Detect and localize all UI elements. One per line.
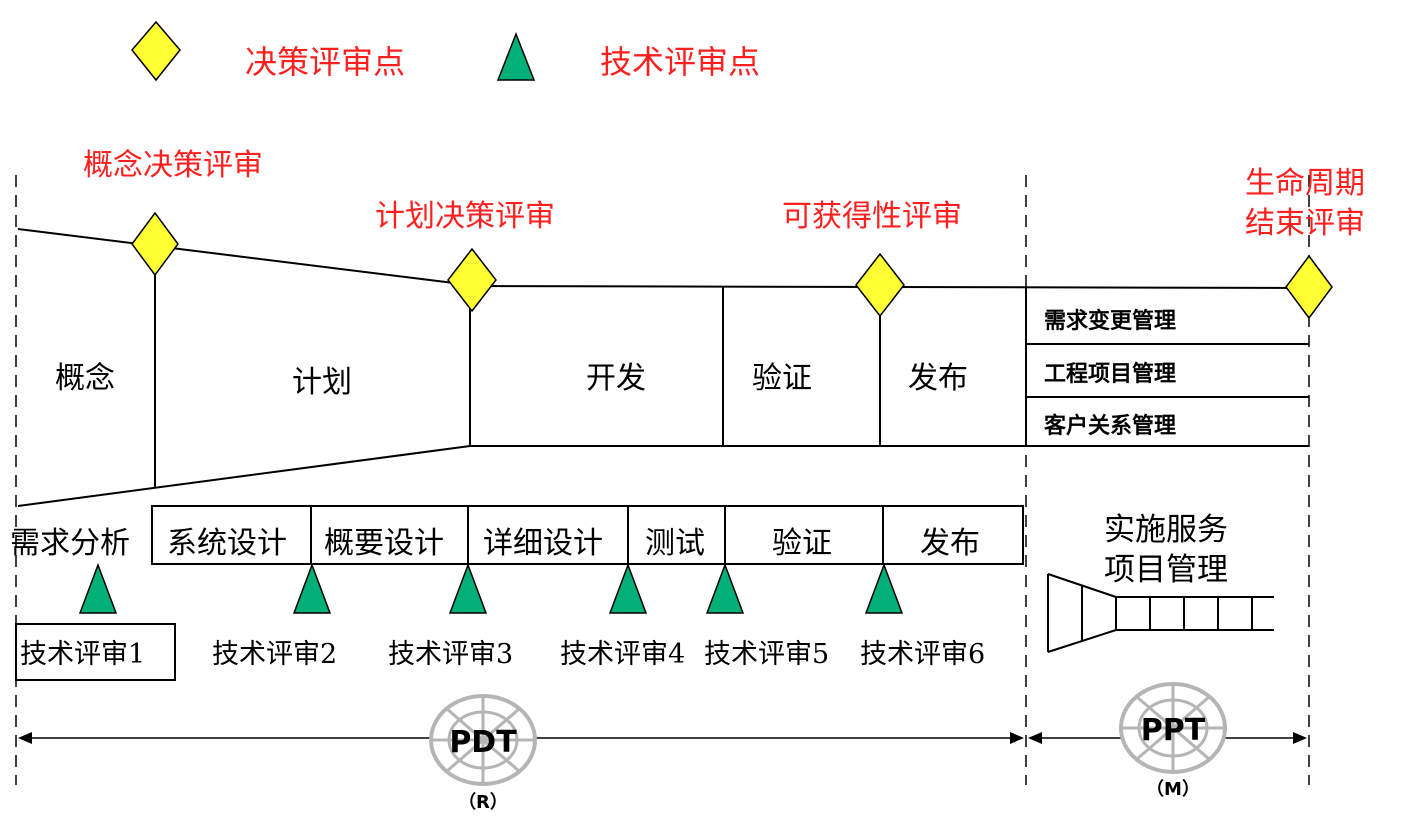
pdt-label: PDT bbox=[449, 725, 517, 760]
tech-review-1-box bbox=[15, 623, 176, 681]
plan-decision-review-label: 计划决策评审 bbox=[375, 199, 555, 234]
phase-plan-label: 计划 bbox=[292, 365, 352, 400]
phase-develop-label: 开发 bbox=[586, 361, 646, 396]
service-label-line1: 实施服务 bbox=[1104, 512, 1228, 548]
availability-review-label: 可获得性评审 bbox=[782, 199, 962, 234]
funnel-bottom-edge bbox=[17, 445, 471, 507]
activity-release: 发布 bbox=[920, 526, 980, 561]
activity-strip-frame bbox=[151, 505, 1024, 565]
tech-review-2-triangle-icon bbox=[292, 562, 332, 614]
ppt-label: PPT bbox=[1141, 713, 1206, 748]
legend-technical-label: 技术评审点 bbox=[600, 43, 760, 81]
funnel-top-edge bbox=[17, 228, 471, 286]
tech-review-2-label: 技术评审2 bbox=[212, 639, 337, 670]
decision-diamond-legend-icon bbox=[131, 20, 181, 82]
availability-decision-diamond-icon bbox=[855, 252, 905, 318]
activity-detail-design: 详细设计 bbox=[483, 526, 603, 561]
service-label-line2: 项目管理 bbox=[1104, 552, 1228, 588]
lifecycle-end-review-label-line2: 结束评审 bbox=[1245, 206, 1365, 241]
service-pipeline-funnel-icon bbox=[1047, 573, 1274, 653]
tech-review-1-triangle-icon bbox=[78, 562, 118, 614]
tech-review-4-triangle-icon bbox=[608, 562, 648, 614]
concept-decision-review-label: 概念决策评审 bbox=[83, 148, 263, 183]
phase-concept-label: 概念 bbox=[55, 361, 115, 396]
tech-review-3-label: 技术评审3 bbox=[388, 639, 513, 670]
lifecycle-end-decision-diamond-icon bbox=[1285, 254, 1333, 320]
tech-review-1-label: 技术评审1 bbox=[20, 639, 145, 670]
lifecycle-end-review-label-line1: 生命周期 bbox=[1245, 166, 1365, 201]
plan-decision-diamond-icon bbox=[447, 247, 497, 313]
ppt-sub-label: （M） bbox=[1146, 779, 1200, 800]
activity-verify: 验证 bbox=[772, 526, 832, 561]
ppt-team-badge-icon bbox=[1119, 682, 1227, 774]
tech-review-5-label: 技术评审5 bbox=[704, 639, 829, 670]
phase-verify-label: 验证 bbox=[752, 361, 812, 396]
tech-review-4-label: 技术评审4 bbox=[560, 639, 685, 670]
activity-requirements-analysis: 需求分析 bbox=[10, 526, 130, 561]
lifecycle-item-customer-relationship: 客户关系管理 bbox=[1044, 413, 1176, 439]
legend-decision-label: 决策评审点 bbox=[245, 43, 405, 81]
tech-review-5-triangle-icon bbox=[705, 562, 745, 614]
pdt-sub-label: （R） bbox=[458, 792, 508, 813]
pdt-team-badge-icon bbox=[429, 694, 537, 786]
tech-review-6-triangle-icon bbox=[864, 562, 904, 614]
concept-decision-diamond-icon bbox=[131, 211, 179, 277]
phase-release-label: 发布 bbox=[908, 361, 968, 396]
lifecycle-item-requirement-change: 需求变更管理 bbox=[1044, 308, 1176, 334]
tech-review-6-label: 技术评审6 bbox=[860, 639, 985, 670]
technical-triangle-legend-icon bbox=[496, 31, 536, 81]
activity-test: 测试 bbox=[645, 526, 705, 561]
lifecycle-item-engineering-project: 工程项目管理 bbox=[1044, 361, 1176, 387]
activity-system-design: 系统设计 bbox=[167, 526, 287, 561]
activity-outline-design: 概要设计 bbox=[324, 526, 444, 561]
tech-review-3-triangle-icon bbox=[448, 562, 488, 614]
